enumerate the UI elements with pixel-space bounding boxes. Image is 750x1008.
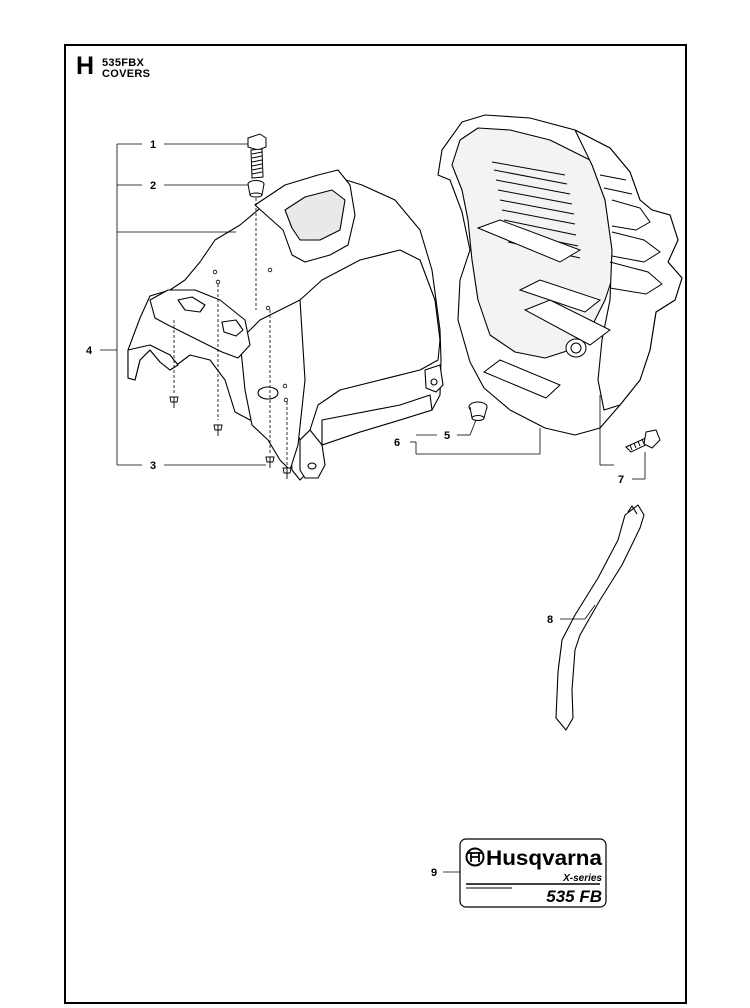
screw-part-7 — [625, 429, 661, 453]
hole-markers — [212, 267, 289, 403]
screw-part-3 — [169, 396, 292, 479]
callout-3: 3 — [150, 460, 156, 472]
callout-4: 4 — [86, 345, 93, 357]
diagram-frame — [64, 44, 687, 1004]
grommet-part-5 — [468, 401, 488, 421]
callout-9: 9 — [431, 867, 437, 879]
decal-model: 535 FB — [546, 887, 602, 906]
callout-5: 5 — [444, 430, 450, 442]
callout-6: 6 — [394, 437, 400, 449]
top-cover-part — [127, 169, 444, 481]
washer-part-2 — [247, 180, 265, 198]
callout-7: 7 — [618, 474, 624, 486]
decal-series: X-series — [562, 873, 602, 884]
cover-internal-plates — [476, 219, 611, 399]
assembly-lines — [173, 198, 288, 465]
decal-part-9: Husqvarna X-series 535 FB — [459, 838, 607, 908]
engine-cover-part — [437, 114, 683, 436]
screw-part-1 — [247, 133, 267, 179]
callout-1: 1 — [150, 139, 156, 151]
section-letter: H — [76, 52, 95, 80]
callout-2: 2 — [150, 180, 156, 192]
decal-brand: Husqvarna — [486, 847, 602, 870]
strap-part-8 — [555, 504, 645, 731]
callouts: 1 2 3 4 5 6 7 8 9 — [86, 139, 624, 879]
section-title: COVERS — [102, 68, 151, 80]
model-title: 535FBX — [102, 57, 145, 69]
callout-8: 8 — [547, 614, 553, 626]
leader-lines — [100, 143, 646, 873]
husqvarna-crown-icon — [465, 847, 485, 867]
